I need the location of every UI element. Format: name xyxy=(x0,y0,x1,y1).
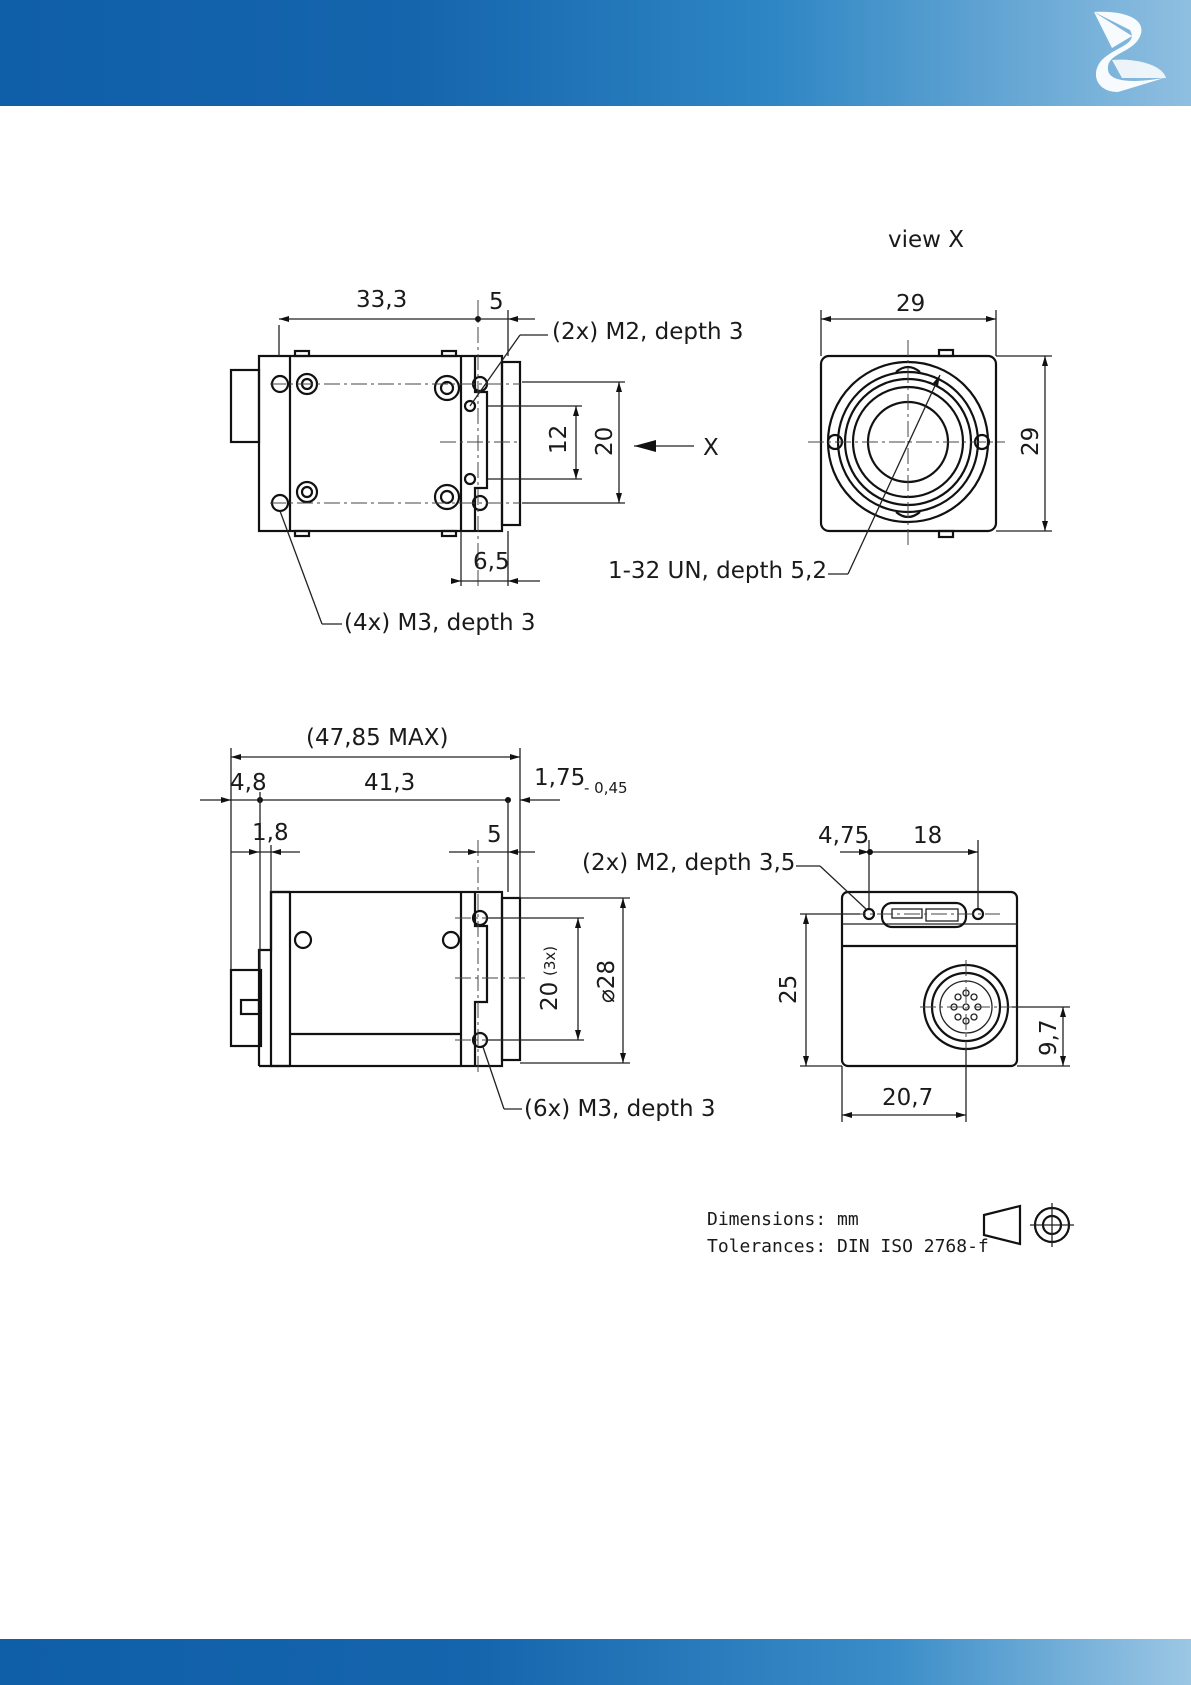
dim-41-3: 41,3 xyxy=(364,770,415,796)
dim-12: 12 xyxy=(546,425,572,454)
dim-29-h: 29 xyxy=(896,291,925,317)
dim-1-75: 1,75 xyxy=(534,765,585,791)
dim-1-8: 1,8 xyxy=(252,820,289,846)
note-tolerances: Tolerances: DIN ISO 2768-f xyxy=(707,1236,989,1257)
note-thread-1-32-un: 1-32 UN, depth 5,2 xyxy=(608,558,827,584)
label-x: X xyxy=(703,435,719,461)
dim-20-count: (3x) xyxy=(541,946,559,976)
dim-9-7: 9,7 xyxy=(1036,1019,1062,1056)
dim-6-5: 6,5 xyxy=(473,549,510,575)
dim-29-v: 29 xyxy=(1018,427,1044,456)
dim-4-75: 4,75 xyxy=(818,823,869,849)
dim-25: 25 xyxy=(776,975,802,1004)
tol-1-75: - 0,45 xyxy=(584,779,628,797)
first-angle-projection-icon xyxy=(984,1203,1074,1247)
dim-max-length: (47,85 MAX) xyxy=(306,725,448,751)
bottom-side-view: (47,85 MAX) 4,8 41,3 1,75 - 0,45 1,8 5 xyxy=(200,725,716,1122)
dim-20-top: 20 xyxy=(592,427,618,456)
note-m3-depth-3-6x: (6x) M3, depth 3 xyxy=(524,1096,716,1122)
note-m2-depth-3-5: (2x) M2, depth 3,5 xyxy=(582,850,795,876)
dim-5-top: 5 xyxy=(489,289,504,315)
dim-20-7: 20,7 xyxy=(882,1085,933,1111)
dim-dia-28: ⌀28 xyxy=(594,960,620,1003)
view-x-title: view X xyxy=(888,227,964,253)
dim-4-8: 4,8 xyxy=(230,770,267,796)
dim-33-3: 33,3 xyxy=(356,287,407,313)
note-dimensions: Dimensions: mm xyxy=(707,1209,859,1230)
bottom-back-view: 4,75 18 (2x) M2, depth 3,5 25 9,7 20,7 xyxy=(582,823,1070,1122)
note-m3-depth-3-4x: (4x) M3, depth 3 xyxy=(344,610,536,636)
dim-5-bottom: 5 xyxy=(487,822,502,848)
dim-20-bottom: 20 xyxy=(537,982,563,1011)
note-m2-depth-3: (2x) M2, depth 3 xyxy=(552,319,744,345)
dim-18: 18 xyxy=(913,823,942,849)
